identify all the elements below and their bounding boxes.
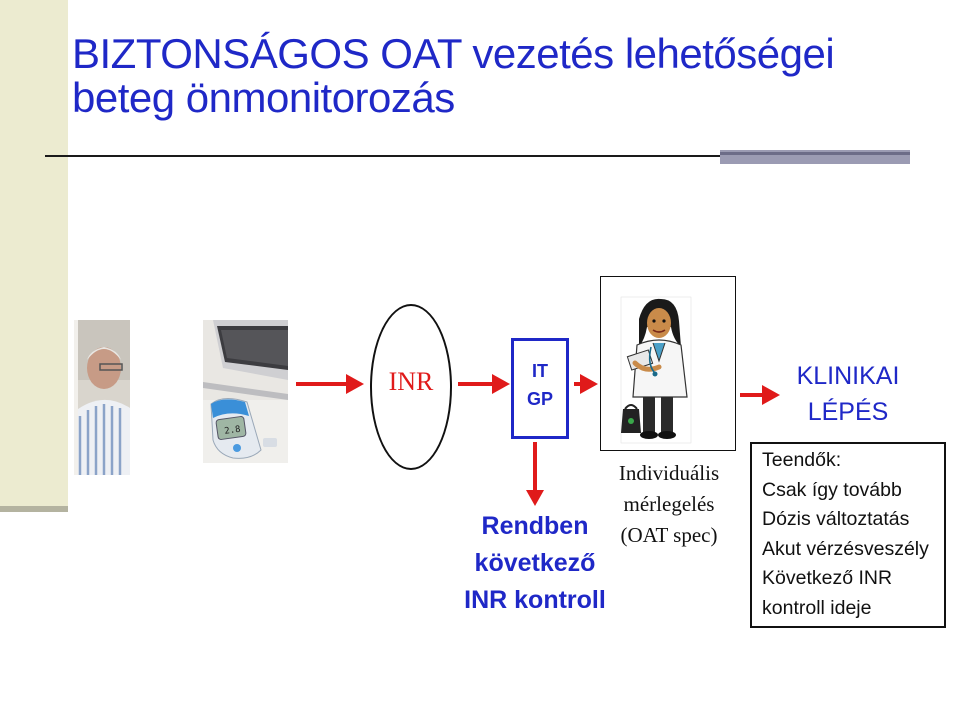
tasks-item: Következő INR bbox=[762, 567, 893, 589]
klinikai-line-2: LÉPÉS bbox=[807, 398, 889, 426]
tasks-item: Dózis változtatás bbox=[762, 508, 910, 530]
tasks-item: Csak így tovább bbox=[762, 478, 902, 501]
individ-line-1: Individuális bbox=[618, 461, 720, 485]
rendben-line-1: Rendben bbox=[481, 512, 589, 540]
rendben-line-3: INR kontroll bbox=[464, 586, 606, 614]
arrow-doctor-to-clinical bbox=[740, 385, 780, 405]
inr-meter-photo: 2.8 bbox=[203, 320, 288, 463]
gp-label: GP bbox=[526, 389, 553, 409]
tasks-item: Akut vérzésveszély bbox=[762, 537, 929, 560]
arrow-inr-to-itgp bbox=[458, 374, 510, 394]
elderly-patient-photo bbox=[74, 320, 130, 475]
title-line-1: BIZTONSÁGOS OAT vezetés lehetőségei bbox=[72, 30, 835, 77]
tasks-heading: Teendők: bbox=[762, 449, 842, 471]
tasks-item: kontroll ideje bbox=[762, 596, 872, 619]
side-band bbox=[0, 0, 68, 512]
tasks-box: Teendők: Csak így tovább Dózis változtat… bbox=[750, 442, 946, 628]
arrow-itgp-to-doctor bbox=[574, 374, 598, 394]
individual-assessment-text: Individuális mérlegelés (OAT spec) bbox=[604, 458, 734, 551]
next-inr-control-text: Rendben következő INR kontroll bbox=[455, 508, 615, 619]
clinical-step-label: KLINIKAI LÉPÉS bbox=[778, 358, 918, 430]
title-line-2: beteg önmonitorozás bbox=[72, 74, 455, 121]
it-gp-box: IT GP bbox=[511, 338, 569, 439]
title-accent-stripe bbox=[720, 152, 910, 155]
inr-ellipse bbox=[370, 304, 452, 470]
klinikai-line-1: KLINIKAI bbox=[796, 362, 900, 390]
rendben-line-2: következő bbox=[474, 549, 596, 577]
individ-line-2: mérlegelés bbox=[623, 492, 715, 516]
arrow-itgp-down bbox=[526, 442, 544, 506]
title-underline bbox=[45, 155, 910, 157]
inr-label: INR bbox=[388, 367, 434, 396]
meter-display-value: 2.8 bbox=[224, 425, 241, 437]
arrow-photo-to-inr bbox=[296, 374, 364, 394]
it-label: IT bbox=[532, 361, 548, 381]
slide-title: BIZTONSÁGOS OAT vezetés lehetőségei bete… bbox=[72, 30, 835, 121]
individ-line-3: (OAT spec) bbox=[620, 523, 718, 547]
side-band-divider bbox=[0, 506, 68, 512]
doctor-illustration-frame bbox=[600, 276, 736, 451]
